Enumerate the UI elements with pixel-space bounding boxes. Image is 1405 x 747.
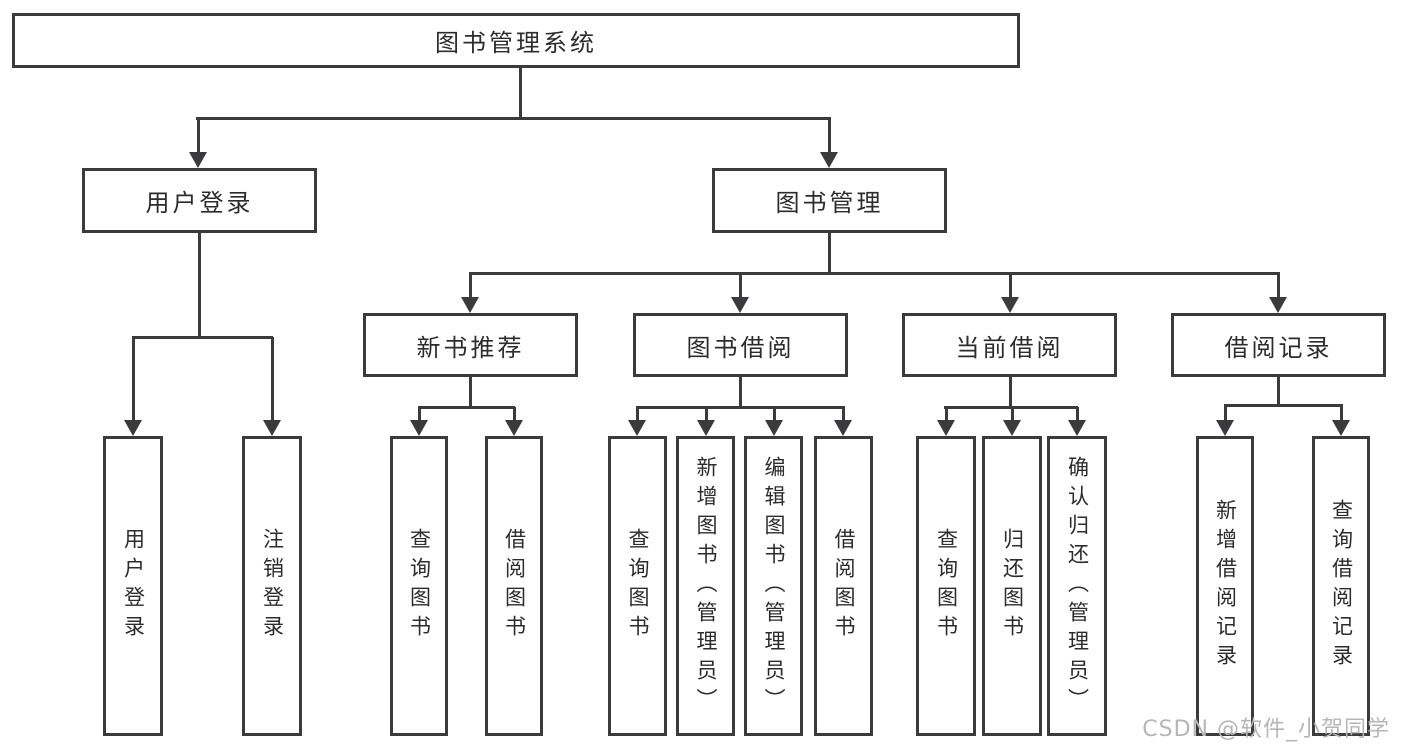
node-book-borrow: 图书借阅: [633, 313, 848, 377]
leaf-cb-search-books: 查询图书: [916, 436, 976, 736]
arrow-to-leaf-user-login: [124, 337, 142, 436]
node-borrow-records: 借阅记录: [1171, 313, 1386, 377]
arrow-nbr-search-books: [410, 407, 428, 436]
leaf-br-search-record: 查询借阅记录: [1312, 436, 1370, 736]
node-root: 图书管理系统: [12, 13, 1020, 68]
arrow-to-current-borrow: [1001, 273, 1019, 313]
arrow-to-book-borrow: [731, 273, 749, 313]
node-book-management: 图书管理: [712, 168, 947, 233]
leaf-user-login-label: 用户登录: [121, 528, 146, 644]
leaf-cb-return-books-label: 归还图书: [1000, 528, 1025, 644]
arrow-to-new-book-recommend: [461, 273, 479, 313]
connector-new-book-recommend-rail: [418, 405, 515, 409]
node-book-management-label: 图书管理: [775, 189, 884, 217]
connector-new-book-recommend-stem: [468, 377, 472, 407]
connector-borrow-records-stem: [1276, 377, 1280, 405]
arrow-to-borrow-records: [1269, 273, 1287, 313]
connector-user-login-rail: [132, 335, 273, 339]
connector-borrow-records-rail: [1224, 403, 1343, 407]
arrow-bb-edit-books: [765, 407, 783, 436]
arrow-to-book-management: [820, 118, 838, 168]
leaf-bb-search-books-label: 查询图书: [626, 528, 650, 644]
connector-root-stem: [518, 68, 522, 118]
node-current-borrow-label: 当前借阅: [955, 333, 1064, 362]
arrow-br-add-record: [1216, 405, 1234, 436]
connector-book-borrow-stem: [738, 377, 742, 407]
leaf-br-add-record: 新增借阅记录: [1196, 436, 1254, 736]
arrow-bb-search-books: [628, 407, 646, 436]
leaf-cb-confirm-return: 确认归还（管理员）: [1047, 436, 1107, 736]
leaf-cb-return-books: 归还图书: [982, 436, 1042, 736]
node-book-borrow-label: 图书借阅: [686, 333, 795, 362]
watermark-text: CSDN @软件_小贺同学: [1142, 717, 1390, 742]
leaf-nbr-search-books-label: 查询图书: [407, 528, 432, 644]
connector-book-borrow-rail: [636, 405, 845, 409]
leaf-logout: 注销登录: [242, 436, 302, 736]
arrow-bb-add-books: [697, 407, 715, 436]
leaf-bb-edit-books: 编辑图书（管理员）: [744, 436, 803, 736]
leaf-bb-add-books: 新增图书（管理员）: [676, 436, 735, 736]
connector-user-login-stem: [197, 233, 201, 337]
leaf-bb-edit-books-label: 编辑图书（管理员）: [762, 455, 786, 717]
connector-current-borrow-stem: [1008, 377, 1012, 407]
arrow-cb-confirm-return: [1068, 407, 1086, 436]
node-user-login-label: 用户登录: [145, 189, 254, 217]
leaf-cb-confirm-return-label: 确认归还（管理员）: [1065, 455, 1090, 717]
node-root-label: 图书管理系统: [435, 29, 597, 57]
arrow-nbr-borrow-books: [505, 407, 523, 436]
leaf-cb-search-books-label: 查询图书: [934, 528, 959, 644]
leaf-nbr-borrow-books-label: 借阅图书: [502, 528, 527, 644]
arrow-bb-borrow-books: [834, 407, 852, 436]
arrow-to-user-login: [189, 118, 207, 168]
leaf-user-login: 用户登录: [103, 436, 163, 736]
leaf-nbr-borrow-books: 借阅图书: [485, 436, 543, 736]
leaf-logout-label: 注销登录: [260, 528, 285, 644]
arrow-to-leaf-logout: [263, 337, 281, 436]
connector-level3-rail: [469, 271, 1280, 275]
arrow-cb-search-books: [937, 407, 955, 436]
leaf-bb-borrow-books-label: 借阅图书: [832, 528, 856, 644]
leaf-bb-borrow-books: 借阅图书: [814, 436, 873, 736]
leaf-nbr-search-books: 查询图书: [390, 436, 448, 736]
node-user-login: 用户登录: [82, 168, 317, 233]
node-new-book-recommend-label: 新书推荐: [416, 333, 525, 362]
leaf-bb-search-books: 查询图书: [608, 436, 667, 736]
arrow-br-search-record: [1332, 405, 1350, 436]
leaf-br-add-record-label: 新增借阅记录: [1213, 499, 1238, 673]
node-borrow-records-label: 借阅记录: [1224, 333, 1333, 362]
connector-level2-rail: [196, 116, 831, 120]
leaf-br-search-record-label: 查询借阅记录: [1329, 499, 1354, 673]
node-current-borrow: 当前借阅: [902, 313, 1117, 377]
arrow-cb-return-books: [1003, 407, 1021, 436]
node-new-book-recommend: 新书推荐: [363, 313, 578, 377]
leaf-bb-add-books-label: 新增图书（管理员）: [694, 455, 718, 717]
connector-book-management-stem: [827, 233, 831, 273]
